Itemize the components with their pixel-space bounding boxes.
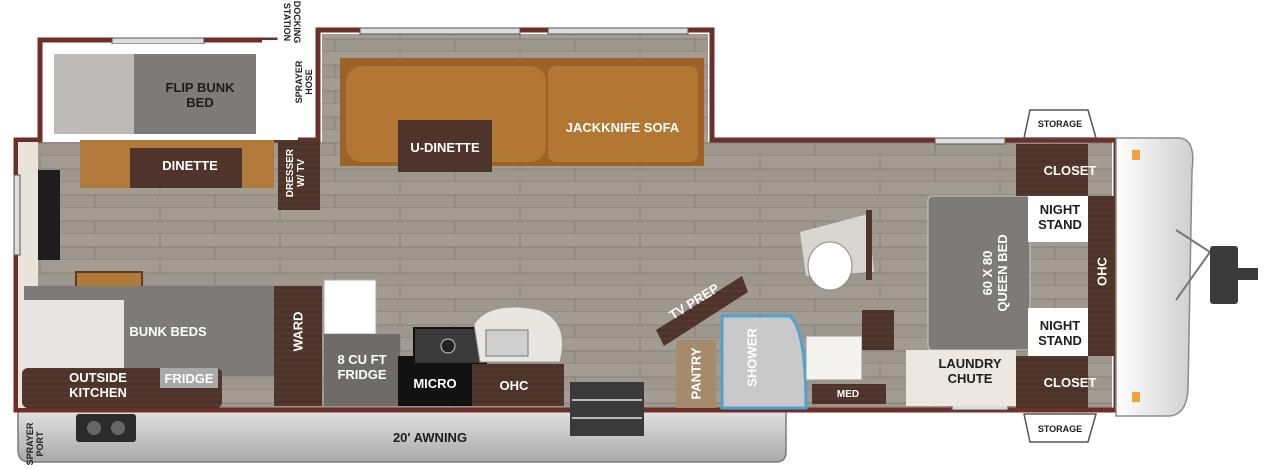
medicine-cabinet [812,384,886,404]
u-dinette [346,66,546,162]
storage-bottom-label: STORAGE [1037,424,1083,434]
pantry [676,340,716,408]
ward-label: WARD [290,311,306,352]
u-dinette-label: U-DINETTE [410,140,480,155]
fridge-8cu [324,334,400,406]
jackknife-sofa [548,66,698,162]
sprayer-port-label: SPRAYER PORT [25,422,45,466]
front-cap [1115,137,1194,417]
dresser-tv-label: DRESSER W/ TV [285,148,307,198]
pantry-label: PANTRY [688,347,704,400]
fridge-8cu-label: 8 CU FT FRIDGE [337,352,387,382]
wardrobe [274,286,322,406]
laundry-chute [906,350,1016,406]
storage-top-label: STORAGE [1037,119,1083,129]
shower-label: SHOWER [744,328,760,387]
entry-steps [570,382,644,436]
outside-fridge [160,368,218,388]
toilet [807,241,853,291]
outdoor-griddle [76,414,136,442]
queen-bed-label: 60 X 80 QUEEN BED [980,234,1010,312]
closet-top-label: CLOSET [1043,163,1097,178]
ohc-kitchen-label: OHC [499,378,529,393]
tv-left [38,170,60,260]
closet-bottom-label: CLOSET [1043,375,1097,390]
ohc-kitchen [472,364,564,406]
outside-kitchen-label: OUTSIDE KITCHEN [69,370,127,400]
night-stand-top-label: NIGHT STAND [1038,202,1082,232]
sprayer-hose-label: SPRAYER HOSE [294,60,314,104]
storage-bottom [1023,413,1097,443]
closet-top [1016,144,1088,196]
awning-label: 20' AWNING [392,430,468,445]
docking-station-label: DOCKING STATION [282,0,302,44]
dresser-tv [278,140,320,210]
ohc-front-label: OHC [1094,257,1110,286]
queen-bed [928,196,1030,350]
laundry-chute-label: LAUNDRY CHUTE [938,356,1002,386]
bath-sink [805,335,863,381]
tv-prep [656,276,748,346]
fridge-outside-label: FRIDGE [164,371,214,386]
jackknife-sofa-label: JACKKNIFE SOFA [565,120,680,135]
med-label: MED [836,389,860,400]
shower [720,314,808,410]
bunk-beds-label: BUNK BEDS [129,324,207,339]
hitch-jack [1210,246,1238,304]
ohc-front [1088,196,1114,356]
night-stand-bottom-label: NIGHT STAND [1038,318,1082,348]
storage-top [1023,109,1097,139]
dinette-label: DINETTE [162,158,218,173]
micro-label: MICRO [413,376,457,391]
flip-bunk-bed-label: FLIP BUNK BED [165,80,235,110]
closet-bottom [1016,356,1088,408]
